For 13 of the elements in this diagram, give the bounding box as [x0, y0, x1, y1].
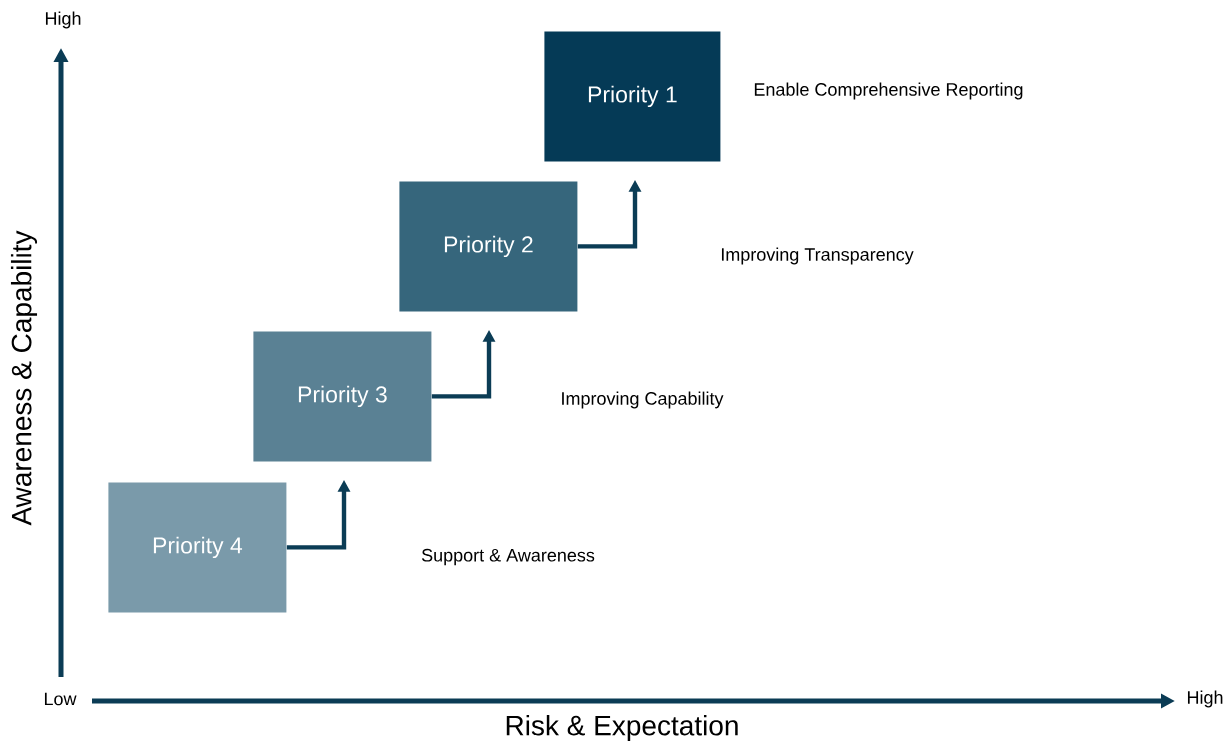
- axis-label: Low: [44, 692, 77, 706]
- priority-box: Priority 1: [544, 31, 721, 162]
- step-description: Improving Transparency: [721, 247, 914, 265]
- axis-title: Risk & Expectation: [506, 714, 738, 742]
- axis-label: High: [45, 11, 81, 29]
- step-description: Support & Awareness: [421, 548, 595, 566]
- step-description: Enable Comprehensive Reporting: [754, 82, 1023, 100]
- priority-box: Priority 3: [253, 331, 432, 462]
- priority-box: Priority 2: [399, 181, 578, 312]
- step-description: Improving Capability: [562, 391, 724, 409]
- axis-title: Awareness & Capability: [10, 230, 38, 526]
- priority-box: Priority 4: [108, 482, 287, 613]
- axis-label: High: [1188, 690, 1223, 708]
